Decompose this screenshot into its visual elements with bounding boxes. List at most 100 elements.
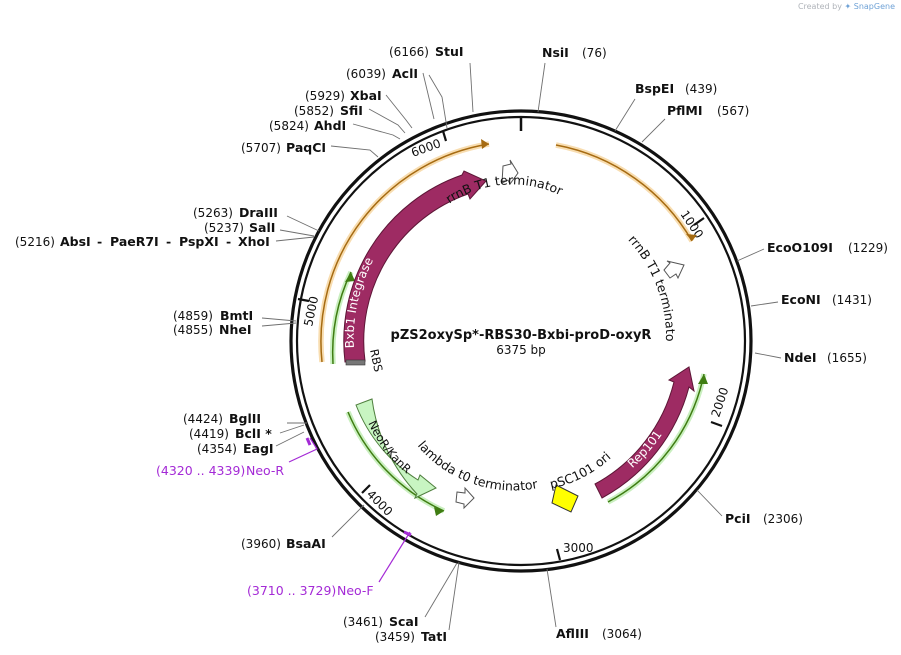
site-eagi[interactable]: (4354) EagI xyxy=(197,441,274,456)
svg-text:SalI: SalI xyxy=(249,220,275,235)
site-nsii[interactable]: NsiI (76) xyxy=(542,45,607,60)
svg-text:TatI: TatI xyxy=(421,629,447,644)
svg-text:(4320 .. 4339): (4320 .. 4339) xyxy=(156,463,245,478)
snapgene-credit: Created by ✦ SnapGene xyxy=(798,2,895,11)
svg-text:NsiI: NsiI xyxy=(542,45,569,60)
svg-text:(5929): (5929) xyxy=(305,89,345,103)
svg-text:AbsI: AbsI xyxy=(60,234,91,249)
svg-text:XbaI: XbaI xyxy=(350,88,382,103)
svg-text:SfiI: SfiI xyxy=(340,103,363,118)
svg-text:PaeR7I: PaeR7I xyxy=(110,234,159,249)
svg-text:(3461): (3461) xyxy=(343,615,383,629)
tick-2000-mark xyxy=(710,420,723,428)
svg-text:(5263): (5263) xyxy=(193,206,233,220)
site-bspei[interactable]: BspEI (439) xyxy=(635,81,717,96)
lambda-t0-terminator-label: lambda t0 terminator xyxy=(415,438,539,494)
site-sali[interactable]: (5237) SalI xyxy=(204,220,275,235)
site-econi[interactable]: EcoNI (1431) xyxy=(781,292,872,307)
site-scai[interactable]: (3461) ScaI xyxy=(343,614,419,629)
neo-f-primer-mark[interactable] xyxy=(403,530,412,537)
gene-arc-neor xyxy=(347,411,445,512)
site-tati[interactable]: (3459) TatI xyxy=(375,629,447,644)
svg-text:(4354): (4354) xyxy=(197,442,237,456)
site-bcli[interactable]: (4419) BclI * xyxy=(189,426,272,441)
rrnb-terminator-2-label: rrnB T1 terminator xyxy=(0,0,678,342)
site-labels: NsiI (76) BspEI (439) PflMI (567) EcoO10… xyxy=(15,44,888,644)
svg-text:(1431): (1431) xyxy=(832,293,872,307)
credit-brand: SnapGene xyxy=(853,2,895,11)
svg-text:(439): (439) xyxy=(685,82,717,96)
site-stui[interactable]: (6166) StuI xyxy=(389,44,464,59)
svg-text:(3960): (3960) xyxy=(241,537,281,551)
gene-arc-neor-arrowhead xyxy=(434,507,444,516)
svg-text:(5852): (5852) xyxy=(294,104,334,118)
site-pcii[interactable]: PciI (2306) xyxy=(725,511,803,526)
site-pflmi[interactable]: PflMI (567) xyxy=(667,103,749,118)
svg-text:BspEI: BspEI xyxy=(635,81,674,96)
svg-text:(76): (76) xyxy=(582,46,607,60)
site-absi-group[interactable]: (5216) AbsI - PaeR7I - PspXI - XhoI xyxy=(15,234,270,249)
site-acli[interactable]: (6039) AclI xyxy=(346,66,418,81)
site-eco0109i[interactable]: EcoO109I (1229) xyxy=(767,240,888,255)
svg-text:(4855): (4855) xyxy=(173,323,213,337)
rrnb-terminator-2-arrow[interactable] xyxy=(663,260,685,280)
tick-2000-label: 2000 xyxy=(709,386,732,419)
rep101-arrow[interactable] xyxy=(594,366,695,499)
rbs-block[interactable] xyxy=(345,359,366,366)
tick-3000-label: 3000 xyxy=(563,541,594,555)
svg-text:(6166): (6166) xyxy=(389,45,429,59)
svg-text:StuI: StuI xyxy=(435,44,464,59)
lambda-t0-terminator-arrow[interactable] xyxy=(455,486,475,510)
tick-6000-label: 6000 xyxy=(409,136,442,160)
gene-arc-bxb-arrowhead xyxy=(345,272,355,282)
site-draiii[interactable]: (5263) DraIII xyxy=(193,205,278,220)
site-ahdi[interactable]: (5824) AhdI xyxy=(269,118,346,133)
svg-text:-: - xyxy=(97,234,102,249)
svg-text:-: - xyxy=(226,234,231,249)
tick-4000-mark xyxy=(361,484,371,494)
site-paqci[interactable]: (5707) PaqCI xyxy=(241,140,326,155)
svg-text:(5707): (5707) xyxy=(241,141,281,155)
svg-text:PflMI: PflMI xyxy=(667,103,703,118)
bxb1-integrase-arrow[interactable] xyxy=(343,170,487,363)
svg-text:EcoO109I: EcoO109I xyxy=(767,240,833,255)
tick-5000-mark xyxy=(297,297,310,303)
site-bmti[interactable]: (4859) BmtI xyxy=(173,308,253,323)
rrnb-terminator-1-arrow[interactable] xyxy=(501,159,519,185)
svg-text:(567): (567) xyxy=(717,104,749,118)
svg-text:NheI: NheI xyxy=(219,322,252,337)
site-bsaai[interactable]: (3960) BsaAI xyxy=(241,536,326,551)
site-nhei[interactable]: (4855) NheI xyxy=(173,322,252,337)
gene-arc-rep xyxy=(607,373,705,503)
credit-prefix: Created by xyxy=(797,2,842,11)
orf-arc-right-arrowhead xyxy=(686,234,697,241)
svg-text:EagI: EagI xyxy=(243,441,274,456)
svg-text:EcoNI: EcoNI xyxy=(781,292,821,307)
primer-neo-f[interactable]: (3710 .. 3729) Neo-F xyxy=(247,583,374,598)
site-aflIII[interactable]: AflIII (3064) xyxy=(556,626,642,641)
svg-text:BsaAI: BsaAI xyxy=(286,536,326,551)
svg-text:(5237): (5237) xyxy=(204,221,244,235)
svg-text:Neo-R: Neo-R xyxy=(246,463,284,478)
svg-text:BmtI: BmtI xyxy=(220,308,253,323)
svg-text:(3064): (3064) xyxy=(602,627,642,641)
svg-text:NdeI: NdeI xyxy=(784,350,817,365)
snapgene-logo-icon: ✦ xyxy=(844,2,852,11)
tick-1000-mark xyxy=(693,217,705,226)
neo-r-primer-mark[interactable] xyxy=(305,437,312,446)
neor-kanr-arrow[interactable] xyxy=(355,398,437,500)
site-bglii[interactable]: (4424) BglII xyxy=(183,411,261,426)
site-xbai[interactable]: (5929) XbaI xyxy=(305,88,382,103)
svg-text:AflIII: AflIII xyxy=(556,626,589,641)
svg-text:AclI: AclI xyxy=(392,66,418,81)
primer-neo-r[interactable]: (4320 .. 4339) Neo-R xyxy=(156,463,284,478)
orf-arc-left-arrowhead xyxy=(481,139,489,149)
gene-arc-rep-arrowhead xyxy=(698,374,708,384)
site-ndei[interactable]: NdeI (1655) xyxy=(784,350,867,365)
psc101-ori-block[interactable] xyxy=(551,484,579,513)
site-sfii[interactable]: (5852) SfiI xyxy=(294,103,363,118)
orf-arcs xyxy=(318,139,708,516)
backbone xyxy=(289,109,753,573)
orf-arc-right xyxy=(555,144,693,242)
svg-text:BclI *: BclI * xyxy=(235,426,272,441)
